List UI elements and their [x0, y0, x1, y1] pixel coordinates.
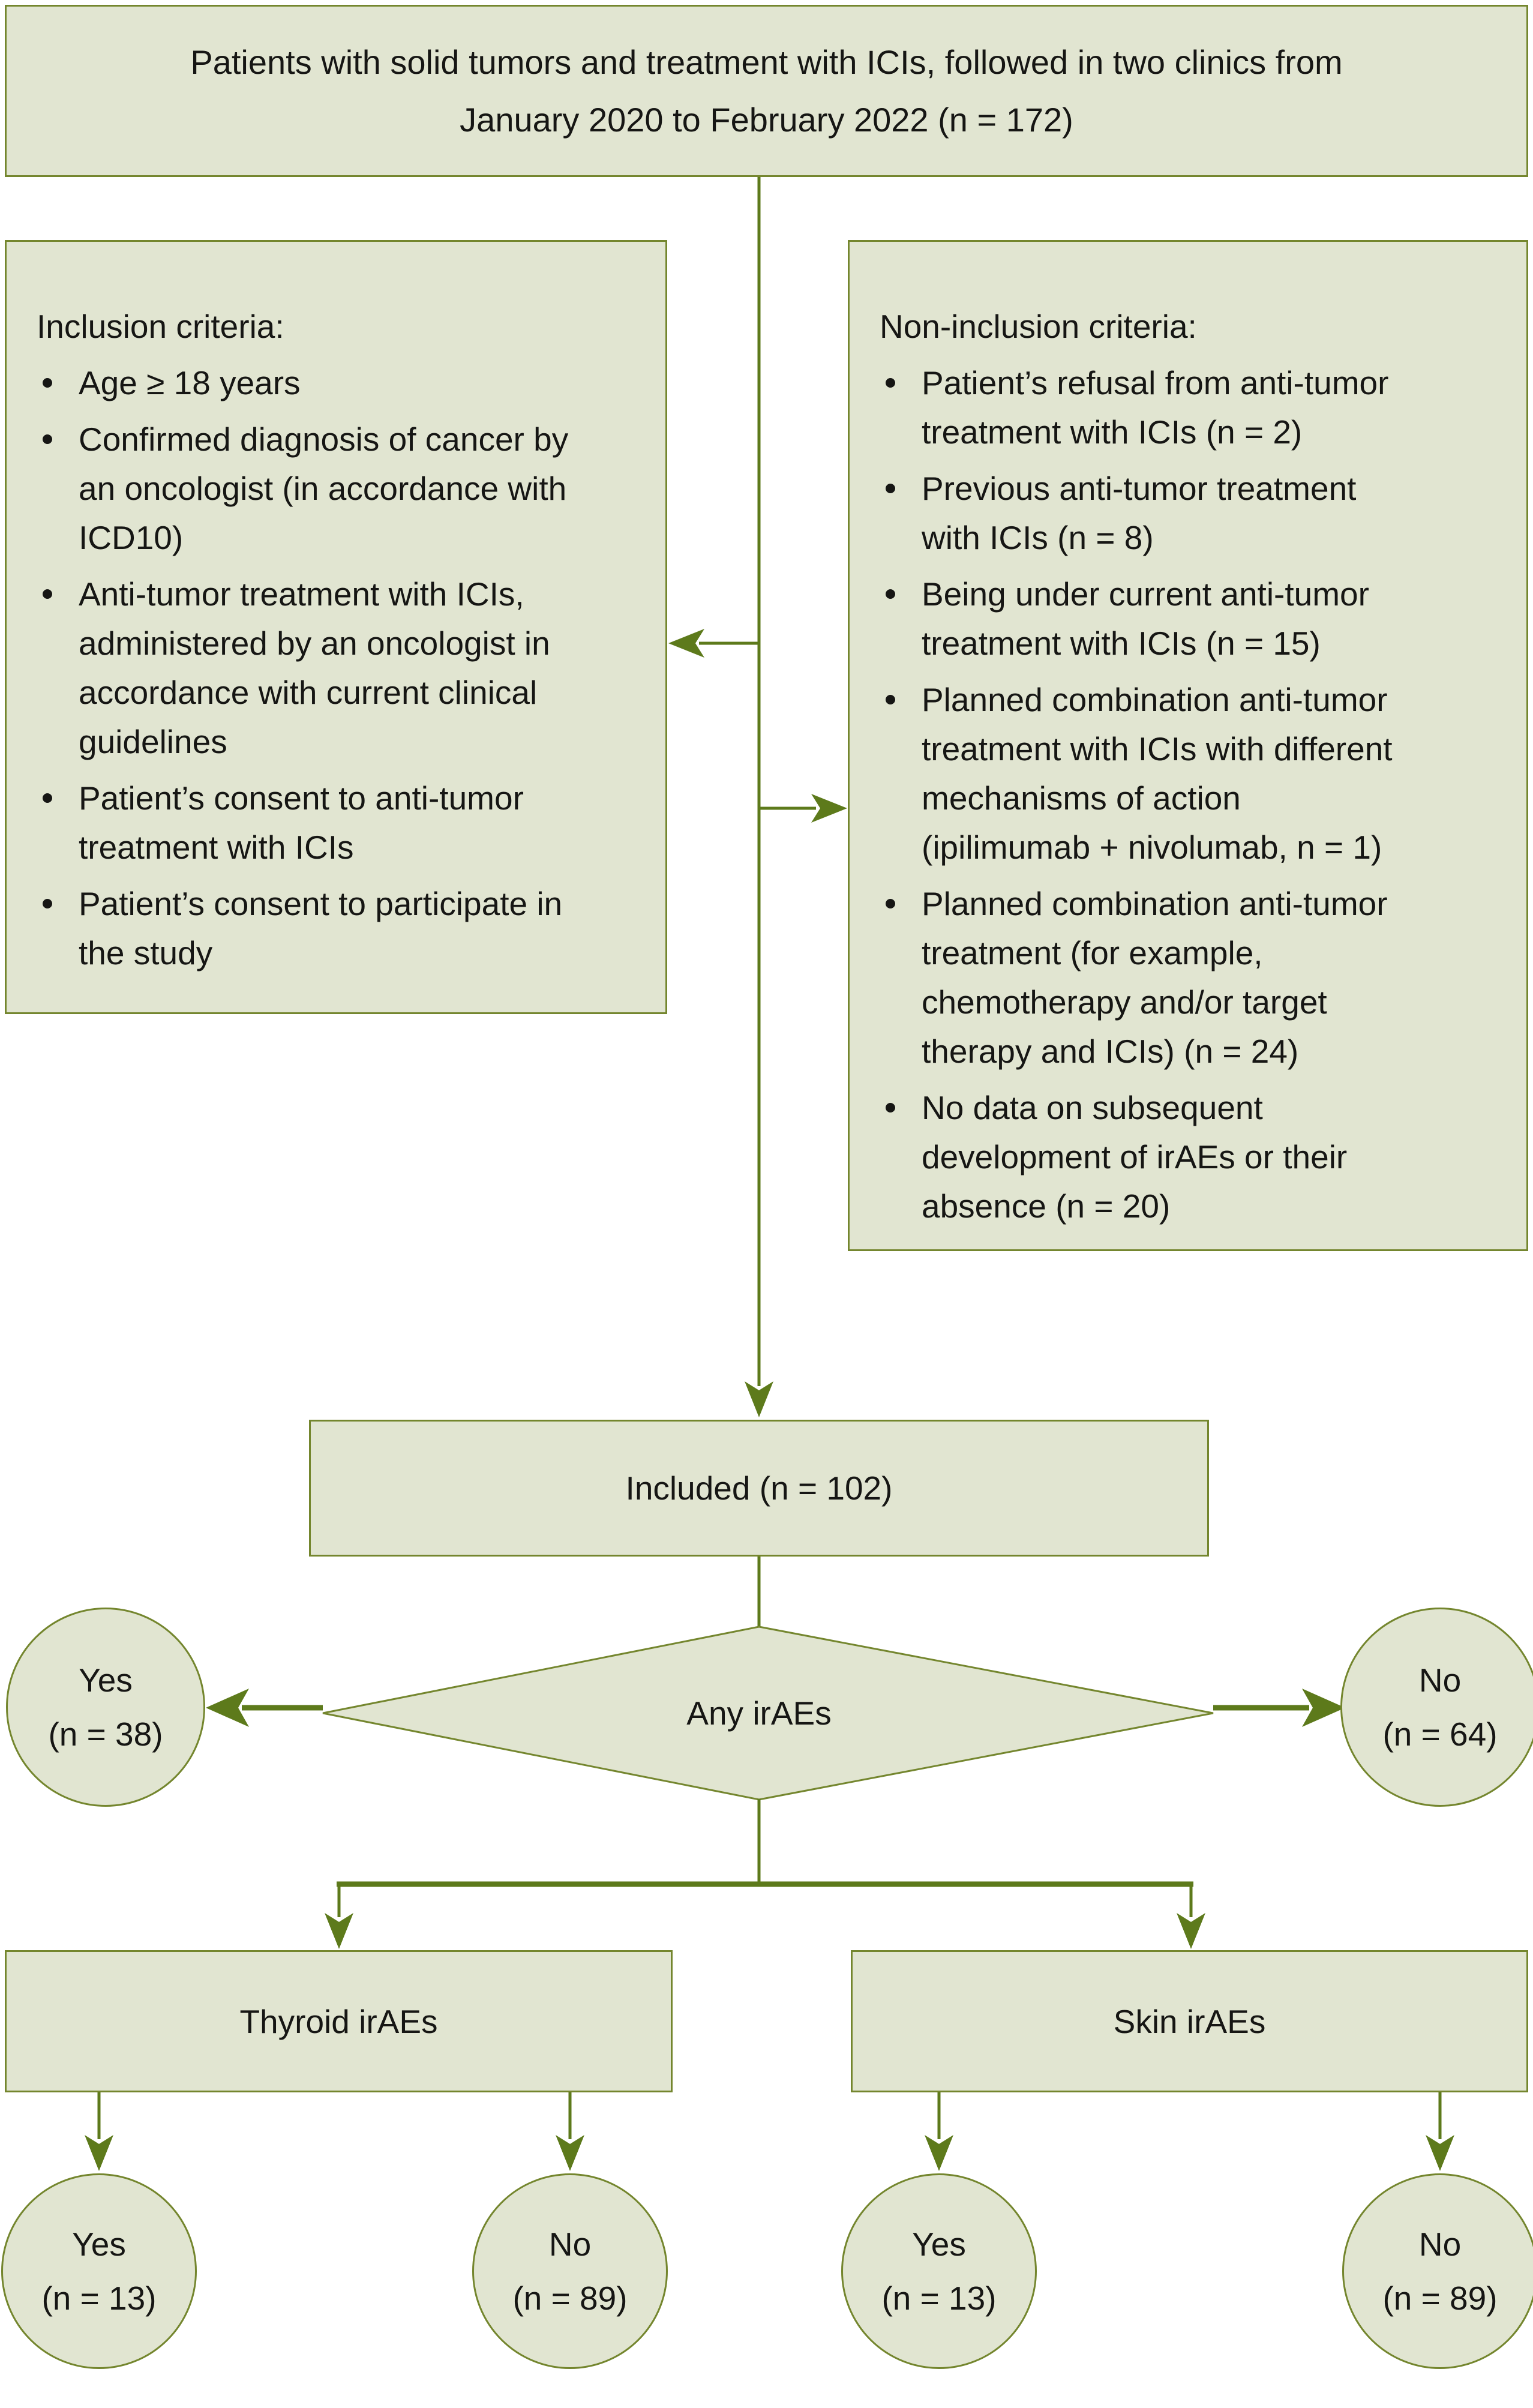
arrow-down-icon: [1177, 1913, 1205, 1949]
criteria-item: Planned combination anti-tumor treatment…: [880, 879, 1410, 1076]
any-iraes-no-circle: No (n = 64): [1340, 1608, 1533, 1807]
arrow-right-icon: [811, 794, 847, 823]
skin-no-circle: No (n = 89): [1342, 2173, 1533, 2369]
arrow-down-icon: [85, 2135, 113, 2171]
criteria-item: Patient’s consent to participate in the …: [37, 879, 585, 977]
outcome-count: (n = 13): [41, 2280, 157, 2317]
outcome-label: Yes: [912, 2226, 966, 2263]
thyroid-iraes-box: Thyroid irAEs: [5, 1950, 673, 2092]
thyroid-box-label: Thyroid irAEs: [239, 2002, 438, 2040]
criteria-item: Anti-tumor treatment with ICIs, administ…: [37, 569, 585, 766]
inclusion-criteria-heading: Inclusion criteria:: [37, 308, 284, 345]
non-inclusion-criteria-heading: Non-inclusion criteria:: [880, 308, 1197, 345]
outcome-count: (n = 89): [512, 2280, 628, 2317]
included-box: Included (n = 102): [309, 1420, 1209, 1557]
outcome-label: No: [1418, 2226, 1462, 2263]
arrow-down-icon: [745, 1381, 773, 1417]
inclusion-criteria-box: Inclusion criteria: Age ≥ 18 years Confi…: [5, 240, 667, 1014]
arrow-right-icon: [1302, 1689, 1345, 1727]
outcome-count: (n = 38): [48, 1716, 163, 1753]
population-box-label: Patients with solid tumors and treatment…: [190, 43, 1343, 139]
arrow-left-icon: [668, 629, 704, 658]
included-box-label: Included (n = 102): [625, 1470, 893, 1507]
arrow-down-icon: [1426, 2135, 1454, 2171]
outcome-label: No: [1418, 1662, 1462, 1699]
non-inclusion-criteria-list: Patient’s refusal from anti-tumor treatm…: [880, 358, 1410, 1231]
any-iraes-yes-circle: Yes (n = 38): [6, 1608, 205, 1807]
outcome-label: No: [548, 2226, 592, 2263]
outcome-count: (n = 13): [881, 2280, 997, 2317]
arrow-down-icon: [556, 2135, 584, 2171]
outcome-count: (n = 64): [1382, 1716, 1498, 1753]
arrow-left-icon: [206, 1689, 249, 1727]
skin-iraes-box: Skin irAEs: [851, 1950, 1528, 2092]
decision-label: Any irAEs: [686, 1695, 832, 1732]
criteria-item: Age ≥ 18 years: [37, 358, 585, 407]
inclusion-criteria-list: Age ≥ 18 years Confirmed diagnosis of ca…: [37, 358, 585, 977]
criteria-item: Patient’s consent to anti-tumor treatmen…: [37, 773, 585, 872]
criteria-item: Confirmed diagnosis of cancer by an onco…: [37, 415, 585, 562]
skin-yes-circle: Yes (n = 13): [841, 2173, 1037, 2369]
decision-diamond: Any irAEs: [459, 1680, 1059, 1746]
arrow-down-icon: [925, 2135, 953, 2171]
criteria-item: No data on subsequent development of irA…: [880, 1083, 1410, 1231]
outcome-count: (n = 89): [1382, 2280, 1498, 2317]
criteria-item: Being under current anti-tumor treatment…: [880, 569, 1410, 668]
non-inclusion-criteria-box: Non-inclusion criteria: Patient’s refusa…: [848, 240, 1528, 1251]
population-box: Patients with solid tumors and treatment…: [5, 5, 1528, 177]
criteria-item: Patient’s refusal from anti-tumor treatm…: [880, 358, 1410, 457]
criteria-item: Previous anti-tumor treatment with ICIs …: [880, 464, 1410, 562]
skin-box-label: Skin irAEs: [1113, 2002, 1266, 2040]
thyroid-yes-circle: Yes (n = 13): [1, 2173, 197, 2369]
arrow-down-icon: [325, 1913, 353, 1949]
criteria-item: Planned combination anti-tumor treatment…: [880, 675, 1410, 872]
thyroid-no-circle: No (n = 89): [472, 2173, 668, 2369]
outcome-label: Yes: [72, 2226, 126, 2263]
outcome-label: Yes: [79, 1662, 133, 1699]
